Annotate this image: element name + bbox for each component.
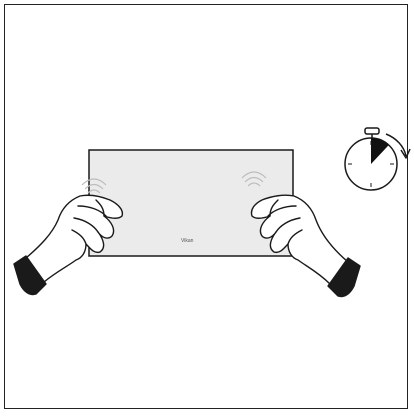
device-brand-label: Vikan (181, 238, 194, 244)
stopwatch-icon (345, 128, 397, 190)
